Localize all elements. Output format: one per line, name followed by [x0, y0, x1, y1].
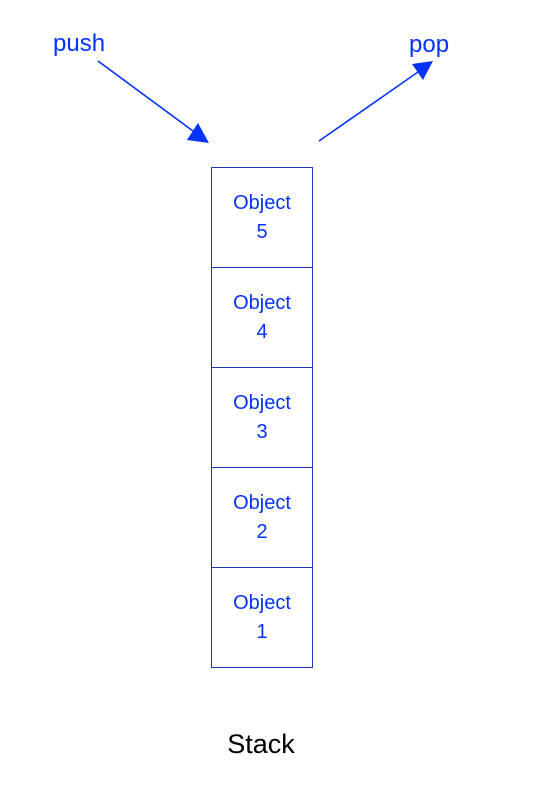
- pop-arrow: [318, 61, 433, 142]
- diagram-caption: Stack: [227, 729, 295, 759]
- stack-item-label: Object 4: [233, 291, 291, 343]
- stack-item-object-4: Object 4: [211, 267, 313, 368]
- stack-item-object-5: Object 5: [211, 167, 313, 268]
- stack-item-label: Object 2: [233, 491, 291, 543]
- stack-item-object-1: Object 1: [211, 567, 313, 668]
- stack-column: Object 5 Object 4 Object 3 Object 2 Obje…: [211, 167, 313, 668]
- stack-item-object-2: Object 2: [211, 467, 313, 568]
- stack-item-label: Object 1: [233, 591, 291, 643]
- push-arrow: [97, 60, 209, 143]
- stack-item-object-3: Object 3: [211, 367, 313, 468]
- pop-label: pop: [409, 31, 450, 58]
- stack-item-label: Object 3: [233, 391, 291, 443]
- push-label: push: [53, 30, 106, 57]
- stack-item-label: Object 5: [233, 191, 291, 243]
